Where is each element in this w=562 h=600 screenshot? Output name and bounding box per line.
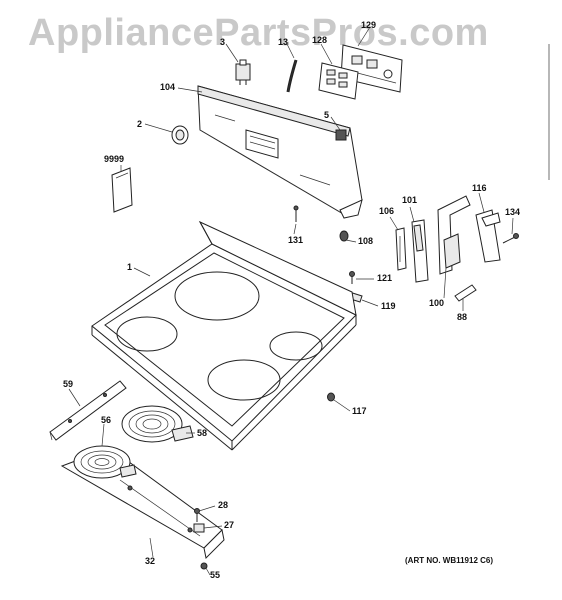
part-117-bumper [327,392,335,402]
art-number: (ART NO. WB11912 C6) [405,556,494,565]
part-108-fastener [339,230,349,242]
callout-13: 13 [278,37,289,47]
part-106-bracket [395,227,407,271]
part-59-bracket [49,380,127,441]
callout-28: 28 [218,500,229,510]
part-100-end-cap [437,195,471,275]
part-56-surface-element [73,445,137,479]
callout-3: 3 [220,37,226,47]
part-9999-literature [111,167,133,213]
callout-88: 88 [457,312,468,322]
callout-119: 119 [381,301,396,311]
part-3-switch [235,59,251,85]
callout-9999: 9999 [104,154,125,164]
callout-1: 1 [127,262,133,272]
callout-5: 5 [324,110,330,120]
callout-128: 128 [312,35,328,45]
part-1-cooktop [91,220,357,451]
callout-129: 129 [361,20,377,30]
callout-131: 131 [288,235,304,245]
callout-106: 106 [379,206,395,216]
callout-108: 108 [358,236,374,246]
callout-32: 32 [145,556,156,566]
watermark: AppliancePartsPros.com [28,12,489,54]
part-28-screw [194,508,200,522]
part-116-end-cap [475,209,501,263]
callout-134: 134 [505,207,521,217]
part-2-knob [171,125,189,145]
part-55-screw [200,562,208,570]
leader-lines [68,26,514,576]
callout-59: 59 [63,379,74,389]
callout-117: 117 [352,406,367,416]
part-5-clip [335,129,347,141]
part-101-side-trim [411,219,429,283]
callout-116: 116 [472,183,487,193]
callout-56: 56 [101,415,112,425]
part-104-backsplash [197,85,363,219]
callout-104: 104 [160,82,176,92]
callout-58: 58 [197,428,208,438]
callout-121: 121 [377,273,393,283]
part-128-touchpad [318,62,359,100]
part-27-terminal-block [193,523,205,533]
callout-100: 100 [429,298,445,308]
part-131-screw [293,205,299,222]
callout-55: 55 [210,570,221,580]
part-88-clip [454,284,477,302]
callout-27: 27 [224,520,235,530]
part-121-screw [349,271,355,284]
part-134-screw [502,233,519,244]
callout-101: 101 [402,195,418,205]
part-58-surface-element [121,405,194,443]
callout-2: 2 [137,119,143,129]
